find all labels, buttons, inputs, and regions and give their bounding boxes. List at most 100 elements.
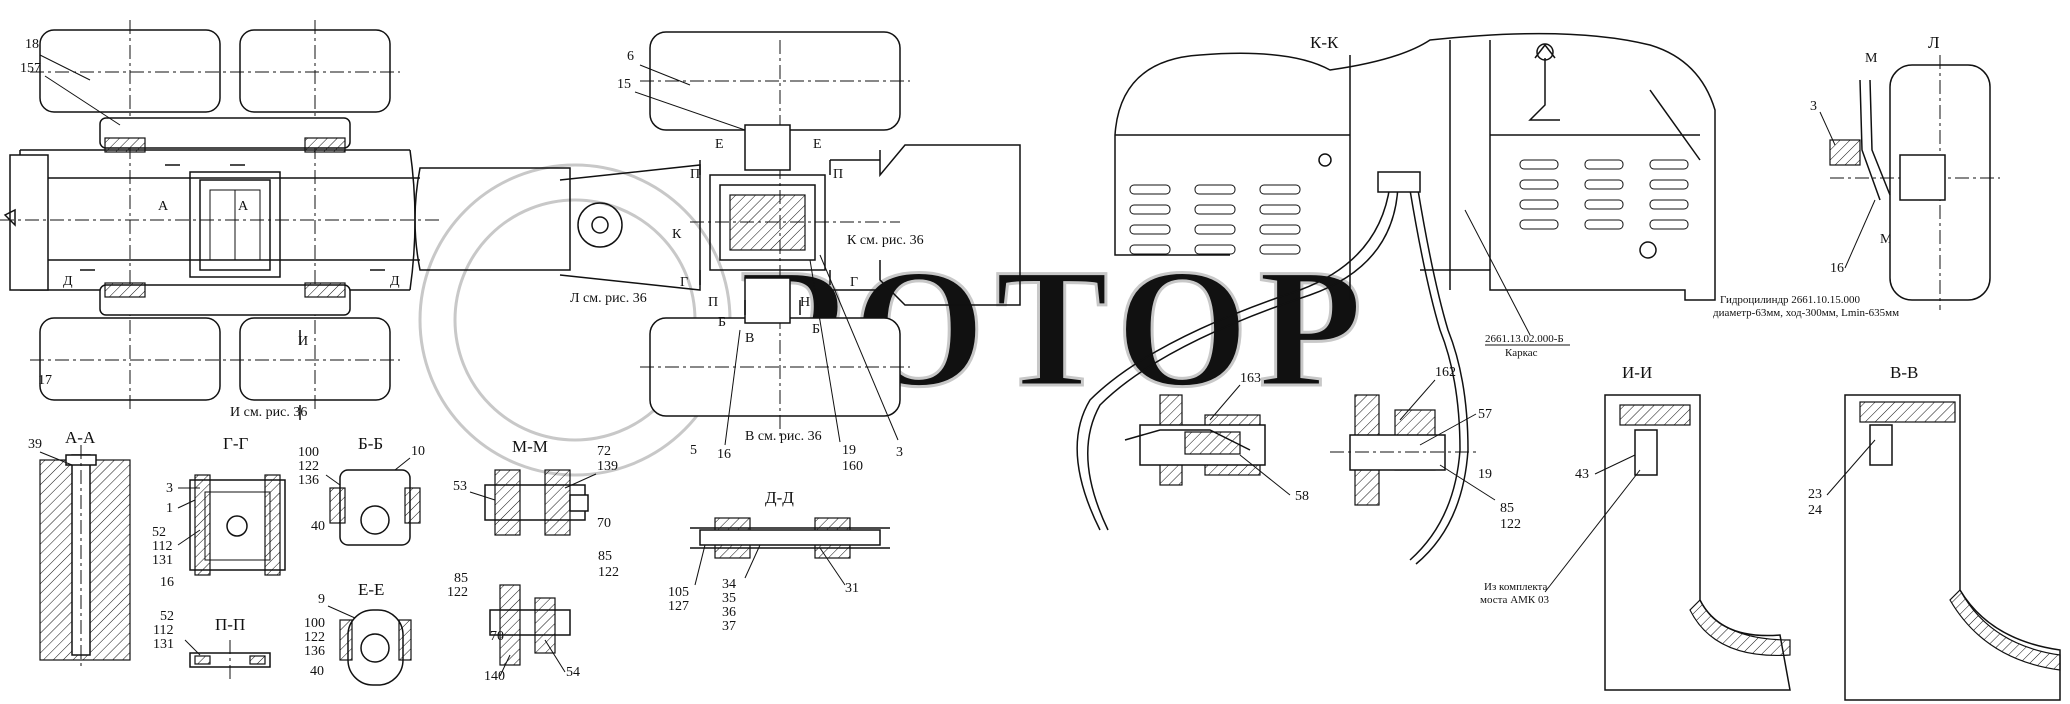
- callout-162: 162: [1435, 365, 1456, 380]
- section-gg: Г-Г 3 1 52 112 131 16: [152, 434, 286, 590]
- section-label-l: Л: [1928, 33, 1940, 52]
- cut-mark-d-left: Д: [63, 274, 73, 289]
- cut-mark-p-left: П: [690, 167, 700, 182]
- callout-40-bb: 40: [311, 519, 325, 534]
- callout-15: 15: [617, 77, 631, 92]
- cut-mark-p-lower: П: [708, 295, 718, 310]
- section-ee: Е-Е 9 100 122 136 40: [304, 580, 412, 686]
- callout-37: 37: [722, 619, 736, 634]
- callout-52-gg: 52: [152, 525, 166, 540]
- callout-85-lower: 85: [454, 571, 468, 586]
- callout-85-mm: 85: [598, 549, 612, 564]
- callout-9: 9: [318, 592, 325, 607]
- callout-35: 35: [722, 591, 736, 606]
- note-see-v: В см. рис. 36: [745, 429, 822, 444]
- callout-3-l: 3: [1810, 99, 1817, 114]
- cut-mark-e-right: Е: [813, 137, 822, 152]
- callout-136-ee: 136: [304, 644, 325, 659]
- callout-31: 31: [845, 581, 859, 596]
- section-label-aa: А-А: [65, 428, 96, 447]
- callout-70-mm: 70: [597, 516, 611, 531]
- callout-122-lower: 122: [447, 585, 468, 600]
- cut-mark-a-left: А: [158, 199, 169, 214]
- callout-19-kk: 19: [1478, 467, 1492, 482]
- callout-163: 163: [1240, 371, 1261, 386]
- callout-100-ee: 100: [304, 616, 325, 631]
- callout-122-kk: 122: [1500, 517, 1521, 532]
- callout-139: 139: [597, 459, 618, 474]
- section-kk: К-К 2661.13.02.000-Б Каркас: [1076, 32, 1716, 565]
- cut-mark-i: И: [298, 334, 308, 349]
- section-mm: М-М 53 72 139 70 85 122: [453, 437, 619, 580]
- section-l: Л М М 3 16 Гидроцилиндр 2661.10.15.000 д…: [1713, 33, 2000, 319]
- left-plan-view: А А Д Д И И см. рис. 36 18 157 17: [0, 20, 440, 420]
- cut-mark-k-left: К: [672, 227, 682, 242]
- callout-3-gg: 3: [166, 481, 173, 496]
- callout-18: 18: [25, 37, 39, 52]
- callout-19: 19: [842, 443, 856, 458]
- callout-16: 16: [717, 447, 731, 462]
- cut-mark-n: Н: [800, 295, 810, 310]
- callout-54: 54: [566, 665, 580, 680]
- cut-mark-b-left: Б: [718, 315, 726, 330]
- callout-58: 58: [1295, 489, 1309, 504]
- cut-mark-e-left: Е: [715, 137, 724, 152]
- section-label-pp: П-П: [215, 615, 245, 634]
- callout-136-bb: 136: [298, 473, 319, 488]
- section-label-mm: М-М: [512, 437, 548, 456]
- section-bb: Б-Б 100 122 136 10 40: [298, 434, 425, 546]
- note-frame-name: Каркас: [1505, 347, 1538, 359]
- note-frame-code: 2661.13.02.000-Б: [1485, 333, 1564, 345]
- callout-5: 5: [690, 443, 697, 458]
- callout-24: 24: [1808, 503, 1822, 518]
- section-label-ee: Е-Е: [358, 580, 384, 599]
- cut-mark-g-right: Г: [850, 275, 858, 290]
- callout-23: 23: [1808, 487, 1822, 502]
- callout-39: 39: [28, 437, 42, 452]
- section-label-gg: Г-Г: [223, 434, 248, 453]
- section-label-vv: В-В: [1890, 363, 1918, 382]
- note-kit-2: моста АМК 03: [1480, 594, 1550, 606]
- callout-112-gg: 112: [152, 539, 172, 554]
- callout-10: 10: [411, 444, 425, 459]
- callout-100-bb: 100: [298, 445, 319, 460]
- callout-53: 53: [453, 479, 467, 494]
- callout-70-lower: 70: [490, 629, 504, 644]
- callout-52-pp: 52: [160, 609, 174, 624]
- callout-112-pp: 112: [153, 623, 173, 638]
- section-pp: П-П 52 112 131: [153, 609, 271, 680]
- section-mm-lower: 85 122 70 140 54: [447, 571, 580, 684]
- callout-122-bb: 122: [298, 459, 319, 474]
- cut-mark-p-right: П: [833, 167, 843, 182]
- callout-160: 160: [842, 459, 863, 474]
- callout-131-pp: 131: [153, 637, 174, 652]
- callout-1: 1: [166, 501, 173, 516]
- cut-mark-v: В: [745, 331, 754, 346]
- callout-122-mm: 122: [598, 565, 619, 580]
- cut-mark-d-right: Д: [390, 274, 400, 289]
- section-label-dd: Д-Д: [765, 488, 794, 507]
- section-ii: И-И 43 Из комплекта моста АМК 03: [1480, 363, 1791, 691]
- section-label-kk: К-К: [1310, 33, 1339, 52]
- callout-127: 127: [668, 599, 689, 614]
- cut-mark-a-right: А: [238, 199, 249, 214]
- cut-mark-m-top: М: [1865, 51, 1878, 66]
- vent-slots: [1129, 159, 1689, 255]
- callout-17: 17: [38, 373, 52, 388]
- section-vv: В-В 23 24: [1808, 363, 2061, 701]
- callout-122-ee: 122: [304, 630, 325, 645]
- callout-34: 34: [722, 577, 736, 592]
- cut-mark-b-right: Б: [812, 322, 820, 337]
- section-aa: А-А 39: [28, 428, 131, 670]
- section-label-ii: И-И: [1622, 363, 1652, 382]
- callout-40-ee: 40: [310, 664, 324, 679]
- note-hydro-2: диаметр-63мм, ход-300мм, Lmin-635мм: [1713, 307, 1899, 319]
- callout-16-gg: 16: [160, 575, 174, 590]
- callout-157: 157: [20, 61, 41, 76]
- callout-85-kk: 85: [1500, 501, 1514, 516]
- cut-mark-g-left: Г: [680, 275, 688, 290]
- note-see-k: К см. рис. 36: [847, 233, 924, 248]
- callout-43: 43: [1575, 467, 1589, 482]
- callout-57: 57: [1478, 407, 1492, 422]
